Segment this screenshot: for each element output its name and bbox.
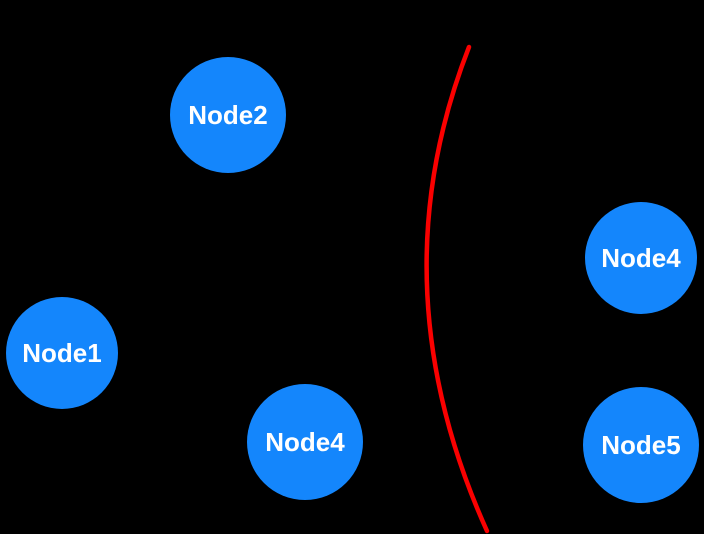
node-label: Node5 <box>601 430 681 460</box>
graph-node-node1[interactable]: Node1 <box>6 297 118 409</box>
node-label: Node4 <box>265 427 345 457</box>
partition-curve <box>424 44 490 534</box>
graph-node-node4-right[interactable]: Node4 <box>585 202 697 314</box>
graph-node-node2[interactable]: Node2 <box>170 57 286 173</box>
graph-node-node4-bottom[interactable]: Node4 <box>247 384 363 500</box>
node-label: Node1 <box>22 338 102 368</box>
graph-node-node5[interactable]: Node5 <box>583 387 699 503</box>
node-label: Node4 <box>601 243 681 273</box>
node-label: Node2 <box>188 100 268 130</box>
